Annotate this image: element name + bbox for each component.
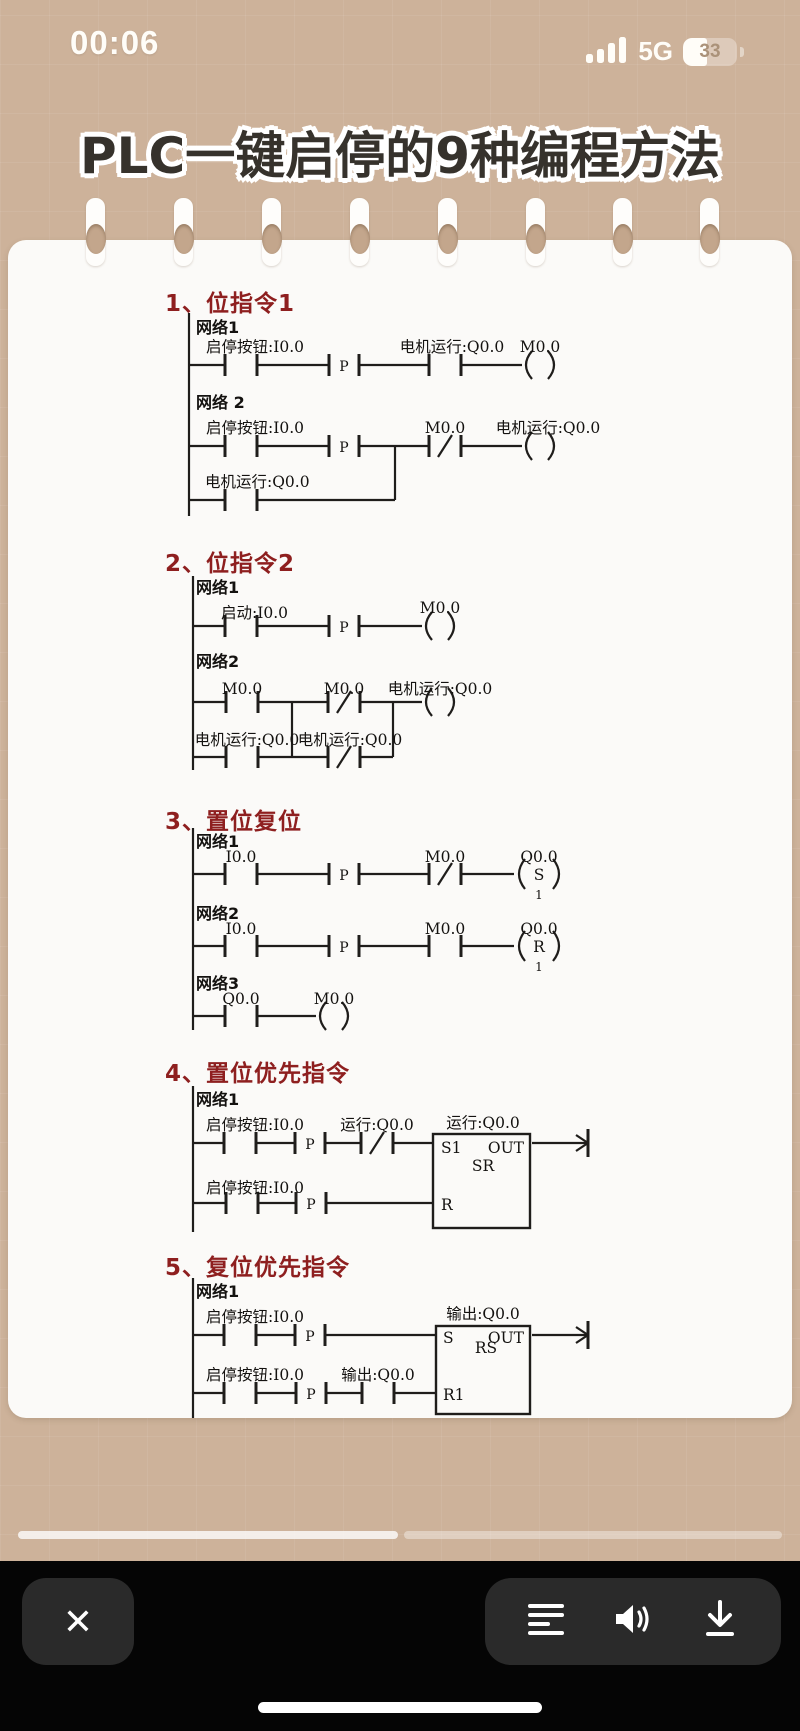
close-button[interactable]: ✕ bbox=[22, 1578, 134, 1665]
binder-ring bbox=[85, 198, 106, 266]
section-heading-4: 4、置位优先指令 bbox=[165, 1061, 351, 1087]
section-heading-3: 3、置位复位 bbox=[165, 809, 303, 835]
binder-ring bbox=[261, 198, 282, 266]
ring-hole bbox=[173, 224, 194, 254]
network-type-label: 5G bbox=[638, 36, 673, 66]
playlist-button[interactable] bbox=[524, 1600, 568, 1644]
binder-ring bbox=[437, 198, 458, 266]
binder-ring bbox=[612, 198, 633, 266]
binder-ring bbox=[349, 198, 370, 266]
battery-percent: 33 bbox=[699, 40, 721, 62]
page-title: PLC一键启停的9种编程方法 bbox=[80, 127, 720, 185]
section-heading-5: 5、复位优先指令 bbox=[165, 1255, 351, 1281]
media-controls-pill bbox=[485, 1578, 781, 1665]
ring-hole bbox=[349, 224, 370, 254]
ring-hole bbox=[85, 224, 106, 254]
section-heading-2: 2、位指令2 bbox=[165, 551, 296, 577]
bottom-toolbar: ✕ bbox=[0, 1561, 800, 1731]
cellular-signal-icon bbox=[586, 34, 628, 69]
playlist-icon bbox=[528, 1602, 565, 1641]
download-button[interactable] bbox=[698, 1600, 742, 1644]
status-right-cluster: 5G 33 bbox=[586, 34, 744, 69]
ring-hole bbox=[437, 224, 458, 254]
ring-hole bbox=[261, 224, 282, 254]
home-indicator[interactable] bbox=[258, 1702, 542, 1713]
binder-ring bbox=[525, 198, 546, 266]
binder-ring bbox=[699, 198, 720, 266]
ring-hole bbox=[525, 224, 546, 254]
status-bar: 00:06 5G 33 bbox=[0, 0, 800, 90]
ring-hole bbox=[612, 224, 633, 254]
section-heading-1: 1、位指令1 bbox=[165, 291, 296, 317]
notebook-page bbox=[8, 240, 792, 1418]
battery-cap bbox=[740, 46, 744, 57]
speaker-icon bbox=[613, 1601, 653, 1642]
volume-button[interactable] bbox=[611, 1600, 655, 1644]
ring-hole bbox=[699, 224, 720, 254]
video-progress-bar[interactable] bbox=[18, 1531, 782, 1539]
progress-remaining-segment bbox=[404, 1531, 782, 1539]
battery-fill bbox=[683, 37, 708, 66]
download-icon bbox=[702, 1600, 738, 1643]
battery-icon: 33 bbox=[683, 37, 737, 66]
binder-ring bbox=[173, 198, 194, 266]
status-time: 00:06 bbox=[70, 24, 160, 61]
progress-played-segment bbox=[18, 1531, 398, 1539]
close-icon: ✕ bbox=[62, 1600, 94, 1642]
